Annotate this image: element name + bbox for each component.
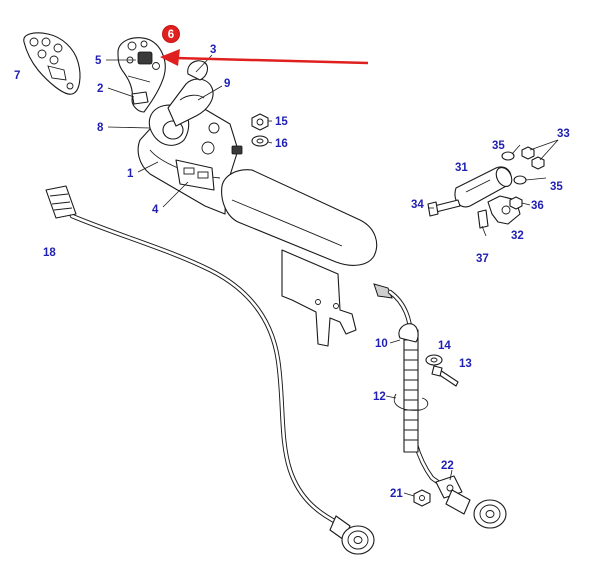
badge-number: 6 [168,29,174,41]
label-13: 13 [459,358,472,370]
nut-washer-parts [251,113,269,147]
label-2: 2 [97,83,103,95]
keypad-detail-part-7 [23,32,81,95]
armrest-assembly [117,37,393,347]
label-12: 12 [373,391,386,403]
highlight-arrow [160,49,369,66]
label-16: 16 [275,138,288,150]
label-36: 36 [531,200,544,212]
label-18: 18 [43,247,56,259]
label-33: 33 [557,128,570,140]
label-8: 8 [97,122,104,134]
highlight-badge: 6 [162,25,180,43]
label-21: 21 [390,488,403,500]
part-labels: 1 2 3 4 5 7 8 9 10 12 13 14 15 16 18 21 … [14,44,570,500]
label-15: 15 [275,116,288,128]
label-1: 1 [127,168,134,180]
label-34: 34 [411,199,424,211]
label-4: 4 [152,204,159,216]
label-35a: 35 [492,140,505,152]
leader-lines [106,54,559,497]
label-10: 10 [375,338,388,350]
lower-cable-assembly [387,289,507,529]
label-9: 9 [224,78,230,90]
label-37: 37 [476,253,489,265]
label-35b: 35 [550,181,563,193]
label-31: 31 [455,162,468,174]
label-3: 3 [210,44,216,56]
harness-cable-part-18 [45,185,375,555]
label-32: 32 [511,230,524,242]
label-7: 7 [14,70,20,82]
label-5: 5 [95,55,102,67]
label-22: 22 [441,460,454,472]
bracket-assembly [427,146,545,229]
label-14: 14 [438,340,451,352]
